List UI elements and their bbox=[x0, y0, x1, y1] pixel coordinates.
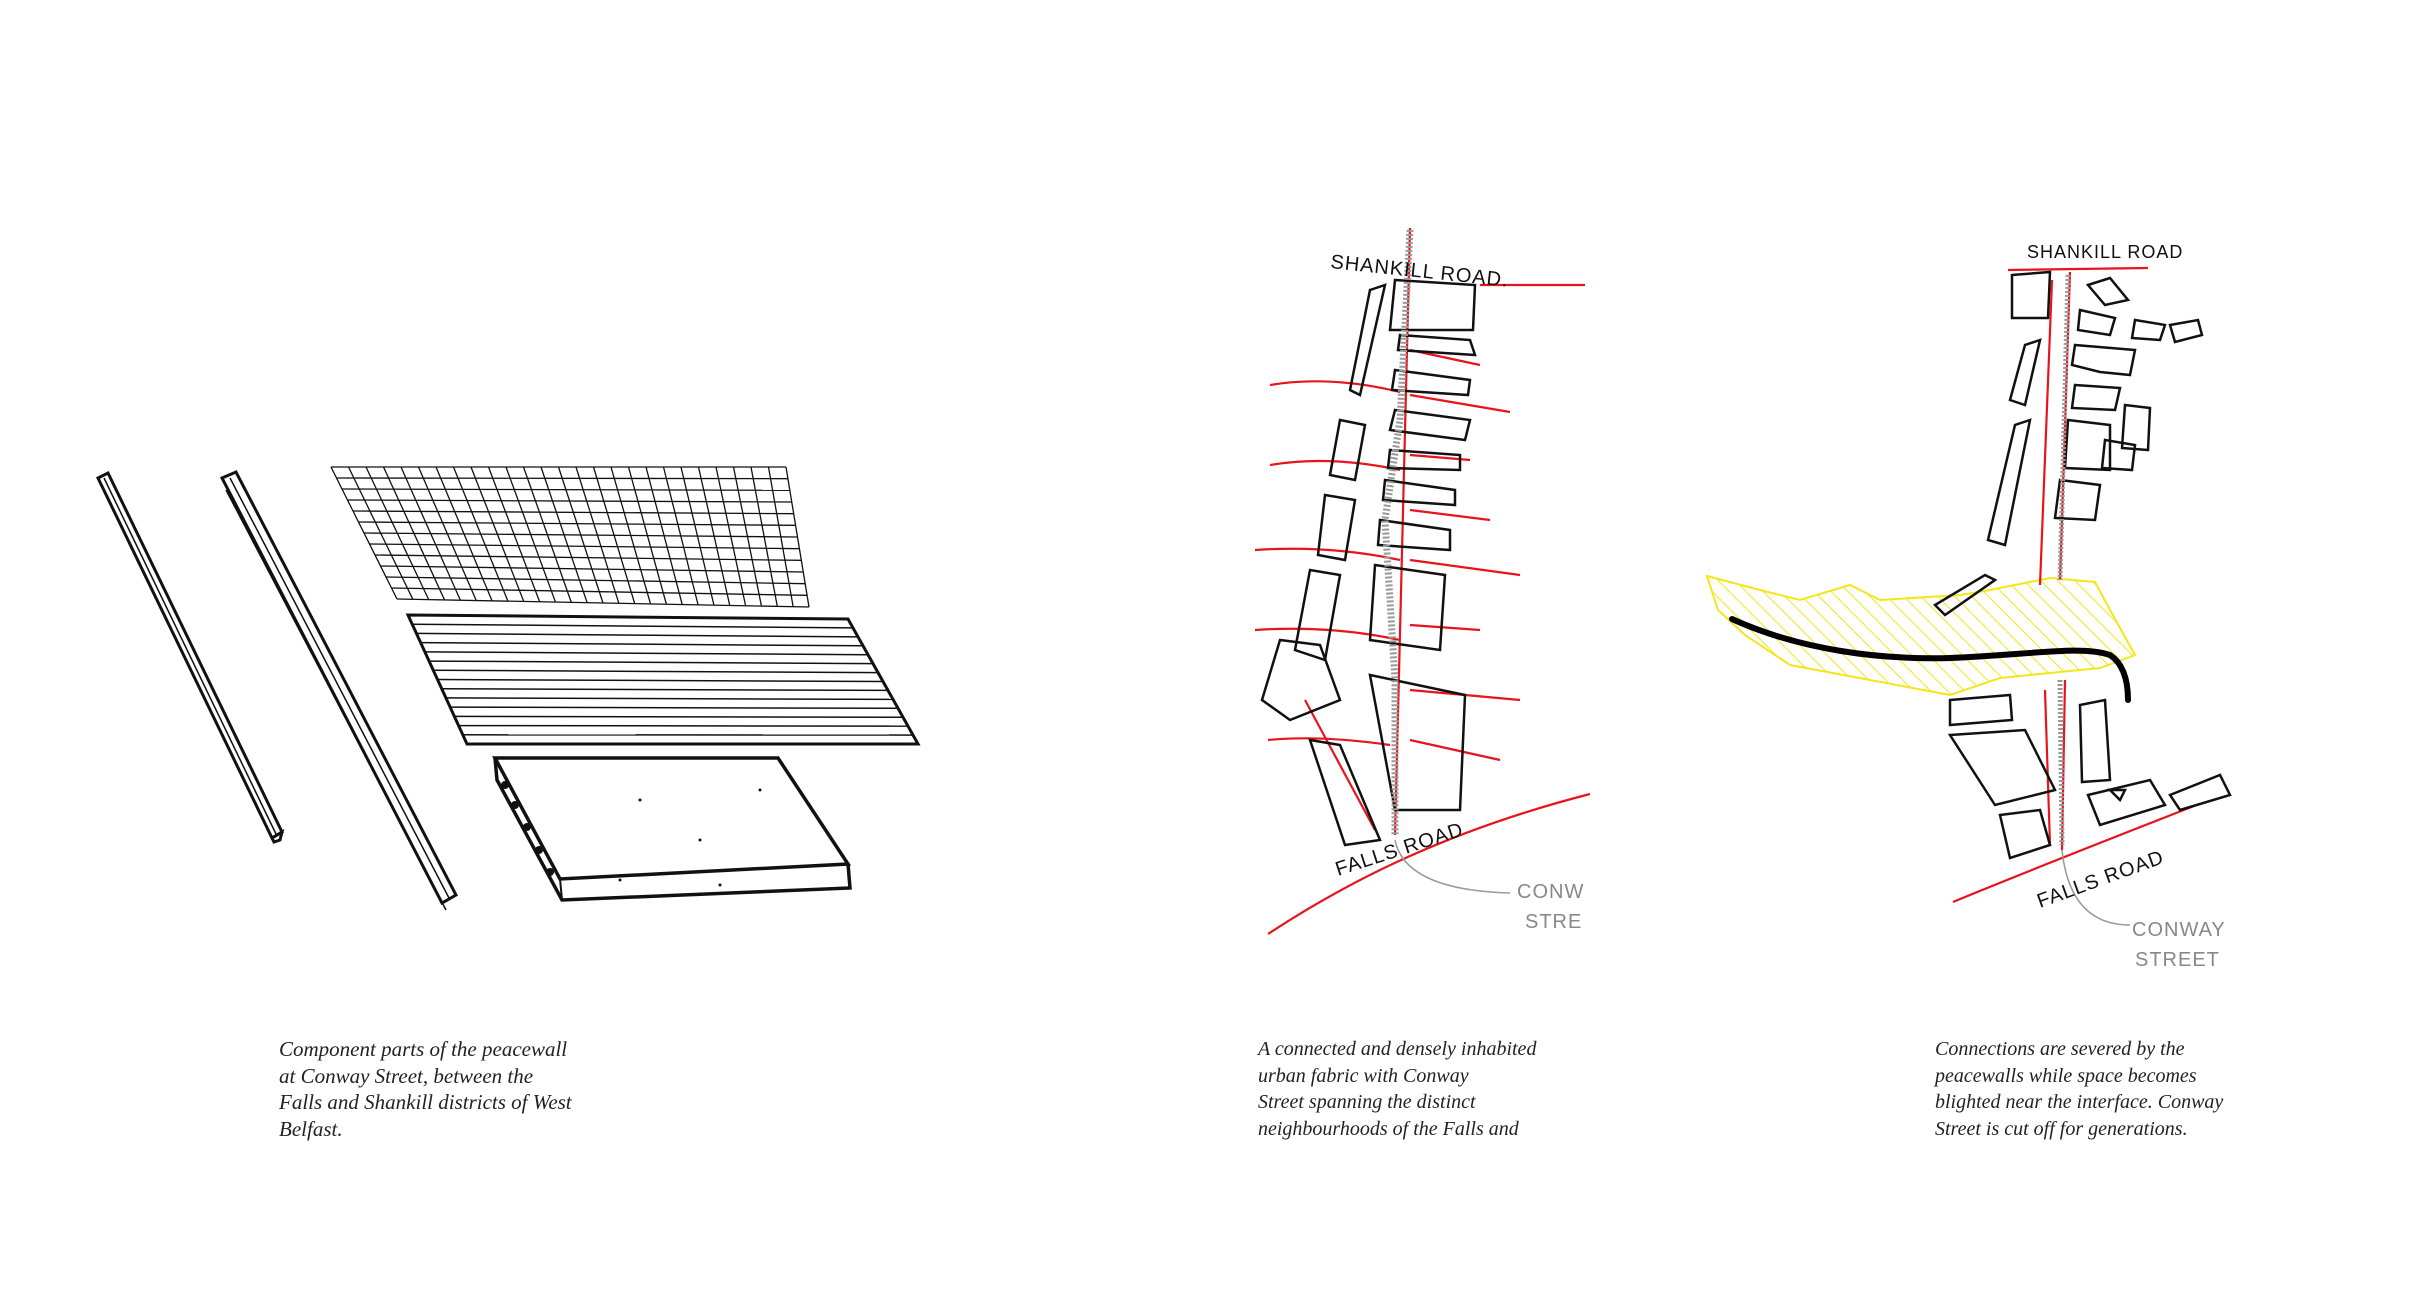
caption-line: Connections are severed by the bbox=[1935, 1038, 2185, 1060]
caption-line: at Conway Street, between the bbox=[279, 1063, 534, 1088]
steel-beam-right bbox=[219, 470, 458, 911]
sketch-connected-fabric: SHANKILL ROAD. FALLS ROAD CONW STRE bbox=[1254, 227, 1591, 935]
wire-mesh-panel bbox=[330, 466, 810, 608]
concrete-slab bbox=[492, 756, 852, 902]
caption-components: Component parts of the peacewall at Conw… bbox=[279, 1036, 619, 1142]
building-blocks bbox=[1260, 278, 1477, 847]
label-shankill-road: SHANKILL ROAD. bbox=[1329, 251, 1509, 292]
blighted-zone bbox=[1705, 574, 2137, 697]
caption-line: Belfast. bbox=[279, 1116, 343, 1141]
label-falls-road: FALLS ROAD bbox=[1333, 819, 1467, 881]
label-conway: CONWAY bbox=[2132, 919, 2226, 941]
red-roads bbox=[1254, 227, 1591, 935]
caption-line: Street spanning the distinct bbox=[1258, 1091, 1476, 1113]
corrugated-sheet bbox=[405, 613, 921, 746]
label-shankill-road: SHANKILL ROAD bbox=[2027, 242, 2183, 262]
label-conway: CONW bbox=[1517, 881, 1584, 903]
caption-line: urban fabric with Conway bbox=[1258, 1064, 1469, 1087]
caption-line: blighted near the interface. Conway bbox=[1935, 1091, 2224, 1113]
steel-beam-left bbox=[96, 470, 285, 844]
label-street: STREET bbox=[2135, 949, 2220, 971]
caption-line: Component parts of the peacewall bbox=[279, 1037, 568, 1061]
street-leader-line bbox=[1394, 839, 1511, 894]
caption-line: peacewalls while space becomes bbox=[1935, 1064, 2197, 1087]
caption-line: Street is cut off for generations. bbox=[1935, 1117, 2188, 1140]
caption-line: Falls and Shankill districts of West bbox=[279, 1090, 572, 1114]
label-street: STRE bbox=[1525, 911, 1582, 933]
caption-line: neighbourhoods of the Falls and bbox=[1258, 1117, 1519, 1140]
sketch-severed-connections: SHANKILL ROAD FALLS ROAD CONWAY STREET bbox=[1705, 242, 2232, 971]
caption-severed: Connections are severed by the peacewall… bbox=[1935, 1036, 2295, 1142]
caption-connected-fabric: A connected and densely inhabited urban … bbox=[1258, 1036, 1598, 1142]
label-falls-road: FALLS ROAD bbox=[2034, 846, 2167, 912]
caption-line: A connected and densely inhabited bbox=[1258, 1038, 1537, 1060]
sketch-peacewall-components bbox=[96, 466, 921, 911]
peacewall-line bbox=[1729, 616, 2131, 703]
